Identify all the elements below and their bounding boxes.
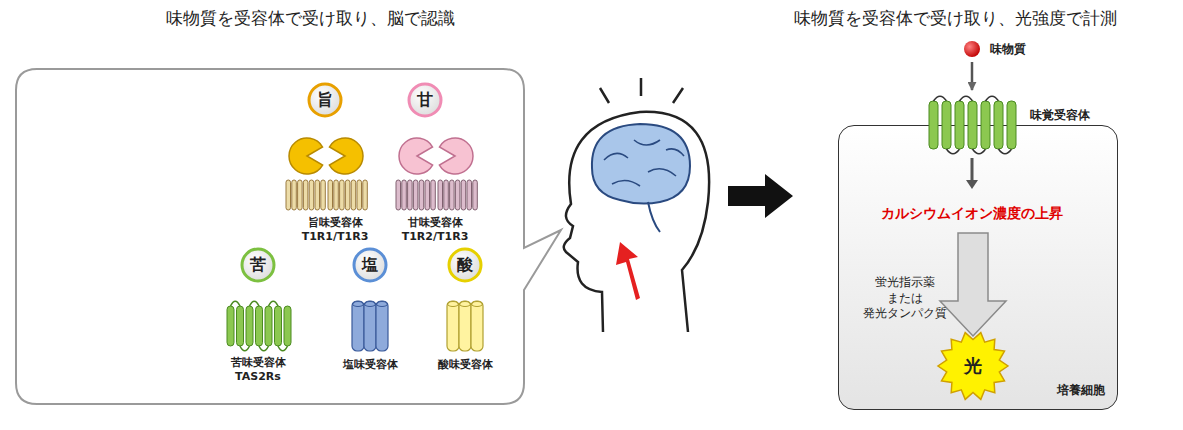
speech-bubble: 旨 甘旨味受容体 T1R1/T1R3 甘味受容体 T1R2/T1R3 苦 塩 酸苦味受容体… — [15, 68, 525, 405]
taste-badge: 旨 — [307, 82, 343, 118]
receptor-label: 甘味受容体 T1R2/T1R3 — [396, 216, 474, 244]
section-heading: 味物質を受容体で受け取り、脳で認識 — [166, 7, 455, 29]
taste-kanji: 塩 — [352, 247, 388, 283]
taste-kanji: 酸 — [447, 247, 483, 283]
taste-receptor: 味覚受容体 — [926, 91, 1111, 155]
taste-badge: 塩 — [352, 247, 388, 283]
taste-badge: 苦 — [240, 247, 276, 283]
receptor-symbol — [335, 296, 405, 391]
annotation: 蛍光指示薬 または 発光タンパク質 — [859, 275, 951, 322]
annotation: カルシウムイオン濃度の上昇 — [881, 204, 1063, 222]
taste-kanji: 旨 — [307, 82, 343, 118]
receptor: 酸味受容体 — [430, 296, 500, 391]
receptor: 旨味受容体 T1R1/T1R3 — [280, 134, 390, 247]
receptor: 苦味受容体 TAS2Rs — [218, 296, 298, 391]
cultured-cell: 培養細胞味覚受容体光 — [838, 125, 1118, 410]
section-heading: 味物質を受容体で受け取り、光強度で計測 — [794, 7, 1117, 29]
head-illustration — [564, 78, 709, 332]
taste-badge: 甘 — [407, 82, 443, 118]
receptor: 塩味受容体 — [335, 296, 405, 391]
light-label: 光 — [933, 354, 1013, 378]
receptor-label: 塩味受容体 — [331, 358, 409, 372]
receptor-label: 苦味受容体 TAS2Rs — [219, 356, 297, 384]
receptor-symbol — [926, 91, 1111, 155]
taste-kanji: 甘 — [407, 82, 443, 118]
cell-label: 培養細胞 — [1057, 382, 1105, 399]
receptor-symbol — [430, 296, 500, 391]
receptor-label: 味覚受容体 — [1030, 107, 1090, 124]
tastant: 味物質 — [962, 38, 1042, 60]
receptor: 甘味受容体 T1R2/T1R3 — [380, 134, 490, 247]
flow-arrow — [728, 174, 793, 218]
light-burst: 光 — [933, 330, 1013, 402]
taste-badge: 酸 — [447, 247, 483, 283]
connector-arrow — [971, 62, 974, 90]
receptor-label: 旨味受容体 T1R1/T1R3 — [296, 216, 374, 244]
taste-kanji: 苦 — [240, 247, 276, 283]
receptor-label: 酸味受容体 — [426, 358, 504, 372]
tastant-label: 味物質 — [990, 41, 1026, 58]
